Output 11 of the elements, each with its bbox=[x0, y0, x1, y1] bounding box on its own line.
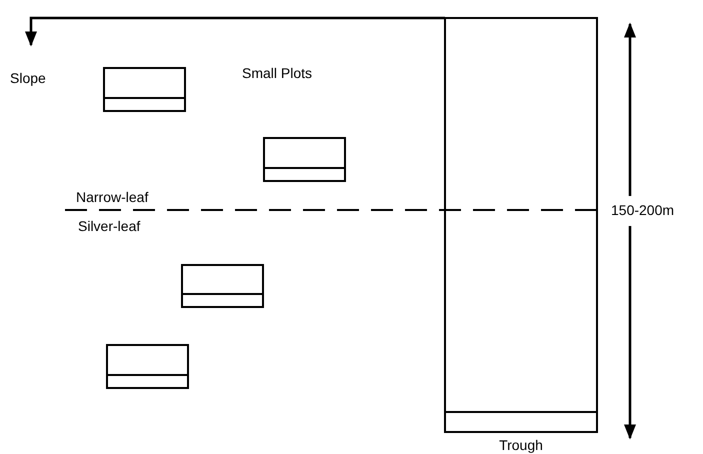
area-label: Small Plots bbox=[242, 66, 312, 80]
small-plot-box bbox=[263, 137, 346, 182]
zone-label: Narrow-leaf bbox=[76, 190, 148, 204]
small-plot-box bbox=[106, 344, 189, 389]
slope-label: Slope bbox=[10, 71, 46, 85]
small-plot-box bbox=[103, 67, 186, 112]
zone-label: Silver-leaf bbox=[78, 219, 140, 233]
large-plot-box bbox=[444, 17, 598, 433]
dimension-label: 150-200m bbox=[611, 203, 674, 217]
trough-label: Trough bbox=[499, 438, 543, 452]
small-plot-box bbox=[181, 264, 264, 308]
